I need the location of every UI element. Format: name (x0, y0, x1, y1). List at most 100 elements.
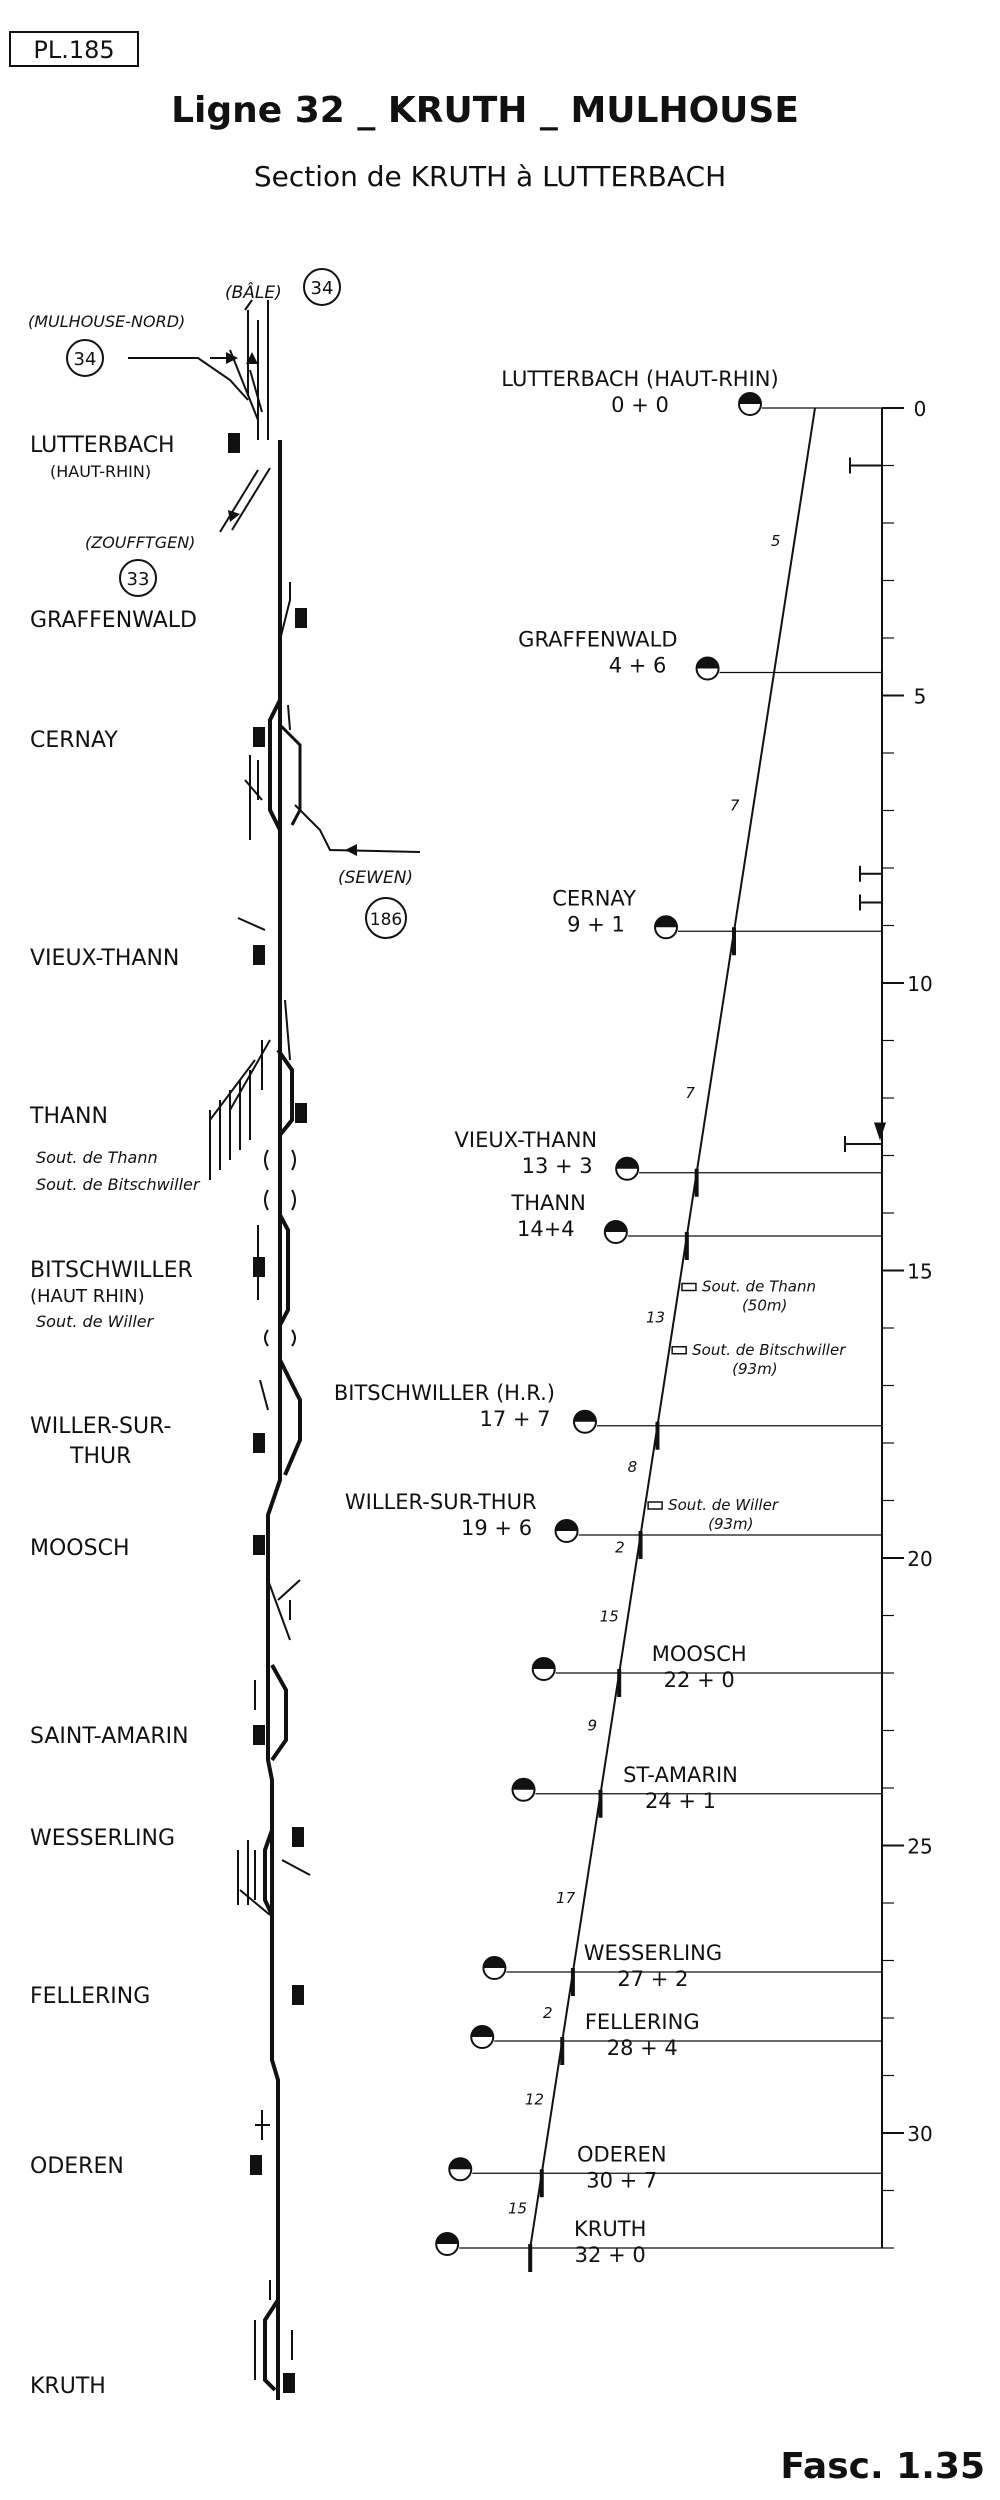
station-cernay: CERNAY (30, 728, 118, 753)
loop-saint-amarin (270, 1664, 288, 1762)
arrow-mulhouse-nord (226, 352, 238, 364)
profile-station-pk: 9 + 1 (567, 912, 625, 936)
branch-mulhouse-nord (128, 357, 249, 401)
loop-willer (278, 1359, 302, 1476)
siding-graffenwald (279, 582, 291, 641)
track-lutterbach-d (229, 349, 259, 421)
arrow-bale (246, 352, 258, 364)
station-oderen: ODEREN (30, 2154, 124, 2179)
plate-id: PL.185 (33, 36, 114, 64)
tunnel-mark (647, 1501, 663, 1510)
profile-station-name: WESSERLING (584, 1941, 722, 1965)
connection-circle-mulhouse-nord (66, 339, 104, 377)
profile-station-pk: 19 + 6 (461, 1516, 532, 1540)
profile-station-pk: 14+4 (517, 1217, 575, 1241)
km-tick-label: 0 (914, 397, 927, 421)
profile-station-name: VIEUX-THANN (455, 1128, 598, 1152)
profile-station-name: FELLERING (585, 2010, 700, 2034)
station-marker-fill-icon (616, 1157, 639, 1169)
connection-circle-zoufftgen (119, 559, 157, 597)
connection-label-zoufftgen: (ZOUFFTGEN) (85, 533, 195, 552)
building-oderen (250, 2155, 262, 2175)
gradient-label: 17 (556, 1889, 576, 1907)
profile-station-name: KRUTH (574, 2217, 646, 2241)
branch-sewen (294, 804, 421, 853)
building-kruth (283, 2373, 295, 2393)
station-kruth: KRUTH (30, 2374, 106, 2399)
station-marker-fill-icon (604, 1221, 627, 1232)
station-wesserling: WESSERLING (30, 1826, 175, 1851)
station-marker-fill-icon (573, 1410, 596, 1422)
station-marker-fill-icon (512, 1778, 535, 1790)
building-graffenwald (295, 608, 307, 628)
station-lutterbach-sub: (HAUT-RHIN) (50, 462, 151, 481)
km-tick-label: 10 (907, 972, 932, 996)
station-marker-fill-icon (739, 393, 761, 404)
main-track-line (266, 440, 282, 2400)
station-marker-fill-icon (471, 2026, 494, 2037)
profile-station-pk: 30 + 7 (586, 2168, 657, 2192)
building-saint-amarin (253, 1725, 265, 1745)
tunnel-label-willer: Sout. de Willer (36, 1312, 155, 1331)
connection-label-sewen: (SEWEN) (338, 868, 413, 888)
building-fellering (292, 1985, 304, 2005)
building-vieux-thann (253, 945, 265, 965)
building-wesserling (292, 1827, 304, 1847)
siding-thann-9 (284, 999, 291, 1061)
track-station-labels: LUTTERBACH (HAUT-RHIN) GRAFFENWALD CERNA… (29, 433, 201, 2399)
siding-moosch-2 (277, 1579, 301, 1601)
km-tick-label: 20 (907, 1547, 932, 1571)
station-saint-amarin: SAINT-AMARIN (30, 1724, 189, 1749)
gradient-label: 7 (730, 797, 740, 815)
gradient-label: 12 (525, 2090, 544, 2108)
profile-tunnel-length: (93m) (732, 1360, 777, 1378)
station-marker-fill-icon (696, 657, 719, 669)
profile-station-pk: 28 + 4 (607, 2036, 678, 2060)
gradient-label: 8 (628, 1458, 638, 1476)
gradient-label: 2 (615, 1538, 625, 1556)
page-title: Ligne 32 _ KRUTH _ MULHOUSE (171, 90, 799, 131)
station-willer-sub: THUR (69, 1444, 131, 1469)
connection-labels: (BÂLE) 34 (MULHOUSE-NORD) 34 (ZOUFFTGEN)… (28, 268, 413, 939)
arrow-sewen (345, 844, 357, 856)
loop-kruth (263, 2298, 280, 2392)
siding-cernay-4 (287, 704, 291, 731)
building-thann (295, 1103, 307, 1123)
building-willer (253, 1433, 265, 1453)
loop-cernay-b (278, 723, 302, 826)
direction-arrow-icon (874, 1122, 886, 1141)
page-subtitle: Section de KRUTH à LUTTERBACH (254, 160, 726, 193)
loop-thann (276, 1048, 294, 1137)
track-lutterbach-e (249, 369, 263, 413)
station-graffenwald: GRAFFENWALD (30, 608, 197, 633)
gradient-label: 2 (543, 2004, 553, 2022)
tunnel-portals-thann (264, 1149, 296, 1211)
station-buildings (228, 433, 307, 2393)
connection-number-zoufftgen: 33 (127, 569, 150, 590)
profile-station-pk: 0 + 0 (611, 393, 669, 417)
siding-wesserling-5 (281, 1859, 311, 1876)
station-vieux-thann: VIEUX-THANN (30, 946, 179, 971)
station-marker-fill-icon (483, 1957, 506, 1968)
gradient-label: 7 (685, 1084, 695, 1102)
connection-number-mulhouse-nord: 34 (74, 349, 97, 370)
building-bitschwiller (253, 1257, 265, 1277)
profile-station-pk: 32 + 0 (575, 2243, 646, 2267)
station-marker-fill-icon (436, 2233, 459, 2244)
plate-id-box (9, 31, 139, 67)
loop-bitschwiller (278, 1214, 290, 1326)
profile-station-pk: 22 + 0 (664, 1668, 735, 1692)
km-tick-label: 30 (907, 2122, 932, 2146)
profile-tunnel-length: (50m) (742, 1297, 787, 1315)
track-diagram (128, 299, 421, 2400)
tunnel-mark (671, 1346, 687, 1355)
tunnel-label-bitschwiller: Sout. de Bitschwiller (36, 1175, 201, 1194)
connection-number-sewen: 186 (370, 910, 402, 930)
station-bitschwiller: BITSCHWILLER (30, 1258, 193, 1283)
profile-tunnel-name: Sout. de Bitschwiller (692, 1341, 846, 1359)
header: PL.185 Ligne 32 _ KRUTH _ MULHOUSE Secti… (9, 31, 799, 193)
gradient-label: 15 (508, 2200, 527, 2218)
profile-station-name: THANN (510, 1191, 585, 1215)
station-marker-fill-icon (449, 2158, 472, 2170)
